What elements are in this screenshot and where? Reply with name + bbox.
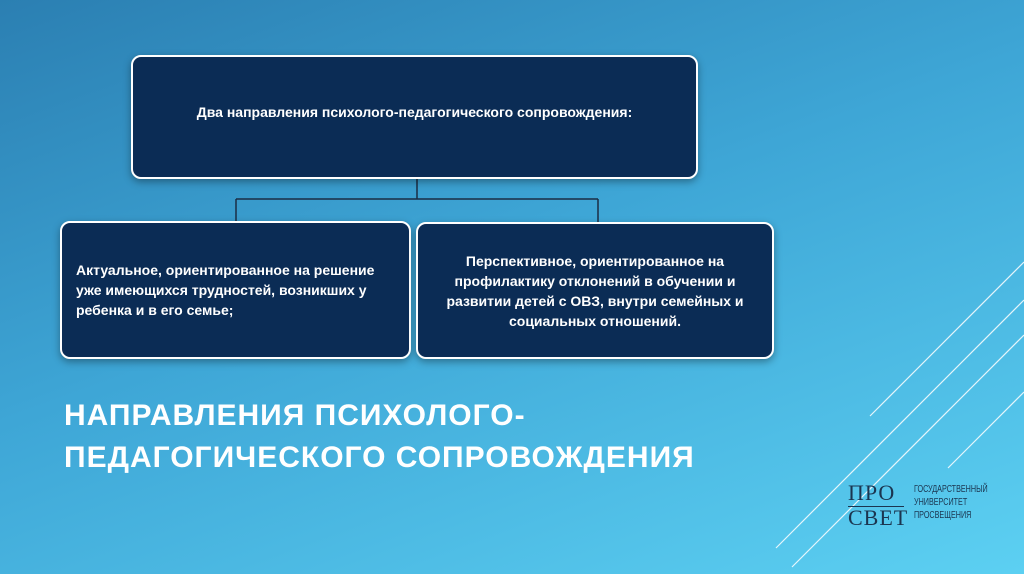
diagram-root-box: Два направления психолого-педагогическог… [131, 55, 698, 179]
logo-small-line-2: УНИВЕРСИТЕТ [914, 497, 968, 508]
slide-title: НАПРАВЛЕНИЯ ПСИХОЛОГО- ПЕДАГОГИЧЕСКОГО С… [64, 395, 695, 479]
logo-small-line-3: ПРОСВЕЩЕНИЯ [914, 510, 972, 521]
logo-divider [848, 506, 904, 507]
left-text: Актуальное, ориентированное на решение у… [76, 262, 375, 318]
title-line-2: ПЕДАГОГИЧЕСКОГО СОПРОВОЖДЕНИЯ [64, 441, 695, 474]
root-text: Два направления психолого-педагогическог… [196, 104, 633, 120]
logo-big-line-1: ПРО [848, 480, 896, 505]
right-text: Перспективное, ориентированное на профил… [446, 252, 744, 329]
diagram-left-box: Актуальное, ориентированное на решение у… [60, 221, 411, 359]
logo-big-line-2: СВЕТ [848, 505, 909, 530]
university-logo: ПРО СВЕТ ГОСУДАРСТВЕННЫЙ УНИВЕРСИТЕТ ПРО… [848, 480, 998, 538]
title-line-1: НАПРАВЛЕНИЯ ПСИХОЛОГО- [64, 399, 526, 432]
logo-small-line-1: ГОСУДАРСТВЕННЫЙ [914, 484, 988, 495]
diagram-right-box: Перспективное, ориентированное на профил… [416, 222, 774, 359]
